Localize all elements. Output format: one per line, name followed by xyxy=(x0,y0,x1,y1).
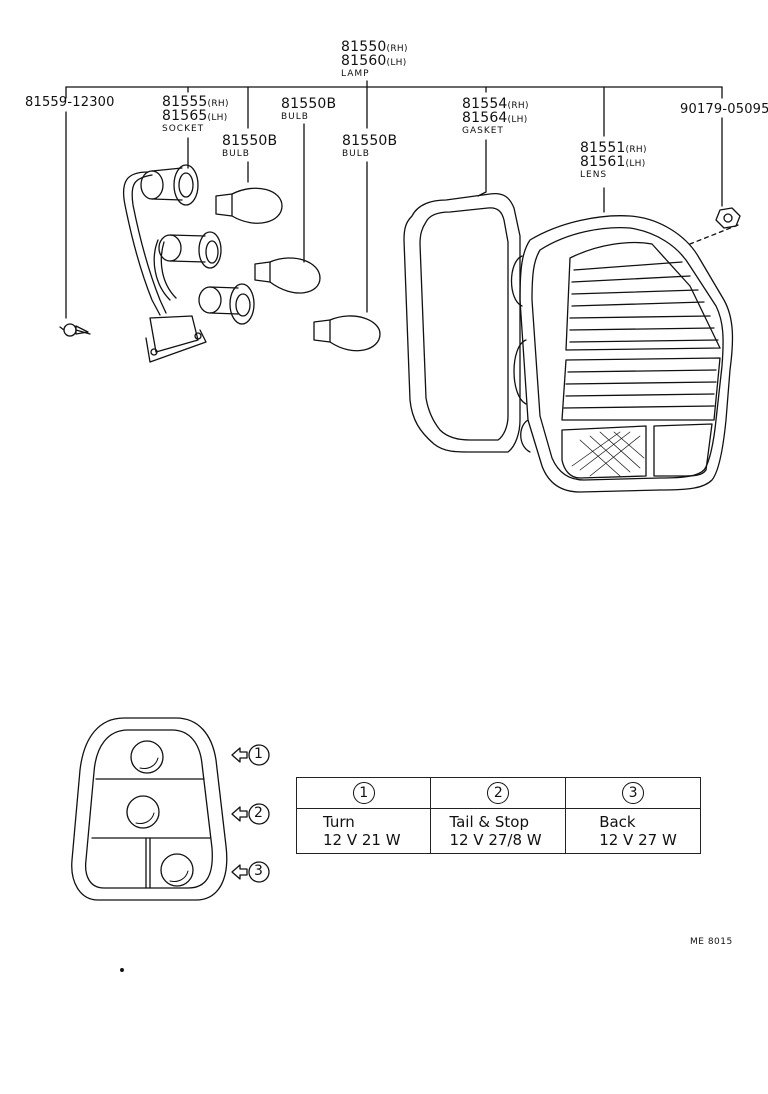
marker-3: 3 xyxy=(254,863,263,879)
socket-label: 81555(RH) 81565(LH) SOCKET xyxy=(162,95,229,134)
spec-2-rating: 12 V 27/8 W xyxy=(449,831,542,849)
spec-header-3-number: 3 xyxy=(622,782,645,804)
stray-dot xyxy=(120,968,124,972)
gasket-lh-suffix: (LH) xyxy=(507,115,528,125)
bulb-c-name: BULB xyxy=(342,149,370,159)
bulb-a-label: 81550B BULB xyxy=(222,134,277,159)
bulb-b-label: 81550B BULB xyxy=(281,97,336,122)
lens-lh-number: 81561 xyxy=(580,154,626,170)
screw-label: 81559-12300 xyxy=(25,96,115,109)
spec-header-3: 3 xyxy=(565,777,701,809)
bulb-a-name: BULB xyxy=(222,149,250,159)
spec-1-rating: 12 V 21 W xyxy=(323,831,401,849)
socket-lh-suffix: (LH) xyxy=(207,113,228,123)
nut-drawing xyxy=(715,207,741,229)
lamp-rh-number: 81550 xyxy=(341,39,387,55)
socket-name: SOCKET xyxy=(162,124,205,134)
lamp-lh-suffix: (LH) xyxy=(386,58,407,68)
reference-code: ME 8015 xyxy=(690,937,733,947)
gasket-rh-suffix: (RH) xyxy=(507,101,529,111)
spec-header-1-number: 1 xyxy=(352,782,375,804)
lamp-rh-suffix: (RH) xyxy=(386,44,408,54)
nut-label: 90179-05095 xyxy=(680,103,768,116)
lens-lh-suffix: (LH) xyxy=(625,159,646,169)
gasket-name: GASKET xyxy=(462,126,504,136)
bulb-layout-diagram xyxy=(71,717,270,901)
gasket-label: 81554(RH) 81564(LH) GASKET xyxy=(462,97,529,136)
socket-harness-drawing xyxy=(123,164,255,363)
screw-drawing xyxy=(59,323,91,337)
spec-header-2-number: 2 xyxy=(487,782,510,804)
bulb-b-name: BULB xyxy=(281,112,309,122)
spec-1-function: Turn xyxy=(323,813,355,831)
bulb-spec-table: 1 2 3 Turn 12 V 21 W Tail & Stop 12 V 27… xyxy=(295,777,701,854)
bulb-b-drawing xyxy=(254,257,321,294)
lens-label: 81551(RH) 81561(LH) LENS xyxy=(580,141,647,180)
spec-cell-2: Tail & Stop 12 V 27/8 W xyxy=(430,808,567,854)
marker-2: 2 xyxy=(254,805,263,821)
gasket-drawing xyxy=(403,192,521,453)
socket-lh-number: 81565 xyxy=(162,108,208,124)
lamp-name: LAMP xyxy=(341,69,370,79)
spec-header-1: 1 xyxy=(295,777,432,809)
spec-3-rating: 12 V 27 W xyxy=(599,831,677,849)
lamp-label: 81550(RH) 81560(LH) LAMP xyxy=(341,40,408,79)
spec-2-function: Tail & Stop xyxy=(449,813,529,831)
bulb-a-drawing xyxy=(215,187,283,224)
screw-number: 81559-12300 xyxy=(25,95,115,110)
spec-value-row: Turn 12 V 21 W Tail & Stop 12 V 27/8 W B… xyxy=(295,808,701,854)
lamp-lens-drawing xyxy=(510,215,734,493)
lens-rh-number: 81551 xyxy=(580,140,626,156)
gasket-lh-number: 81564 xyxy=(462,110,508,126)
marker-1: 1 xyxy=(254,746,263,762)
spec-header-2: 2 xyxy=(430,777,567,809)
bulb-b-number: 81550B xyxy=(281,96,337,112)
lens-name: LENS xyxy=(580,170,608,180)
nut-number: 90179-05095 xyxy=(680,102,768,117)
bulb-c-number: 81550B xyxy=(342,133,398,149)
spec-header-row: 1 2 3 xyxy=(295,777,701,809)
lamp-lh-number: 81560 xyxy=(341,53,387,69)
socket-rh-number: 81555 xyxy=(162,94,208,110)
socket-rh-suffix: (RH) xyxy=(207,99,229,109)
spec-3-function: Back xyxy=(599,813,636,831)
lens-rh-suffix: (RH) xyxy=(625,145,647,155)
spec-cell-1: Turn 12 V 21 W xyxy=(295,808,432,854)
bulb-c-label: 81550B BULB xyxy=(342,134,397,159)
bulb-c-drawing xyxy=(313,315,381,352)
spec-cell-3: Back 12 V 27 W xyxy=(565,808,701,854)
bulb-a-number: 81550B xyxy=(222,133,278,149)
gasket-rh-number: 81554 xyxy=(462,96,508,112)
